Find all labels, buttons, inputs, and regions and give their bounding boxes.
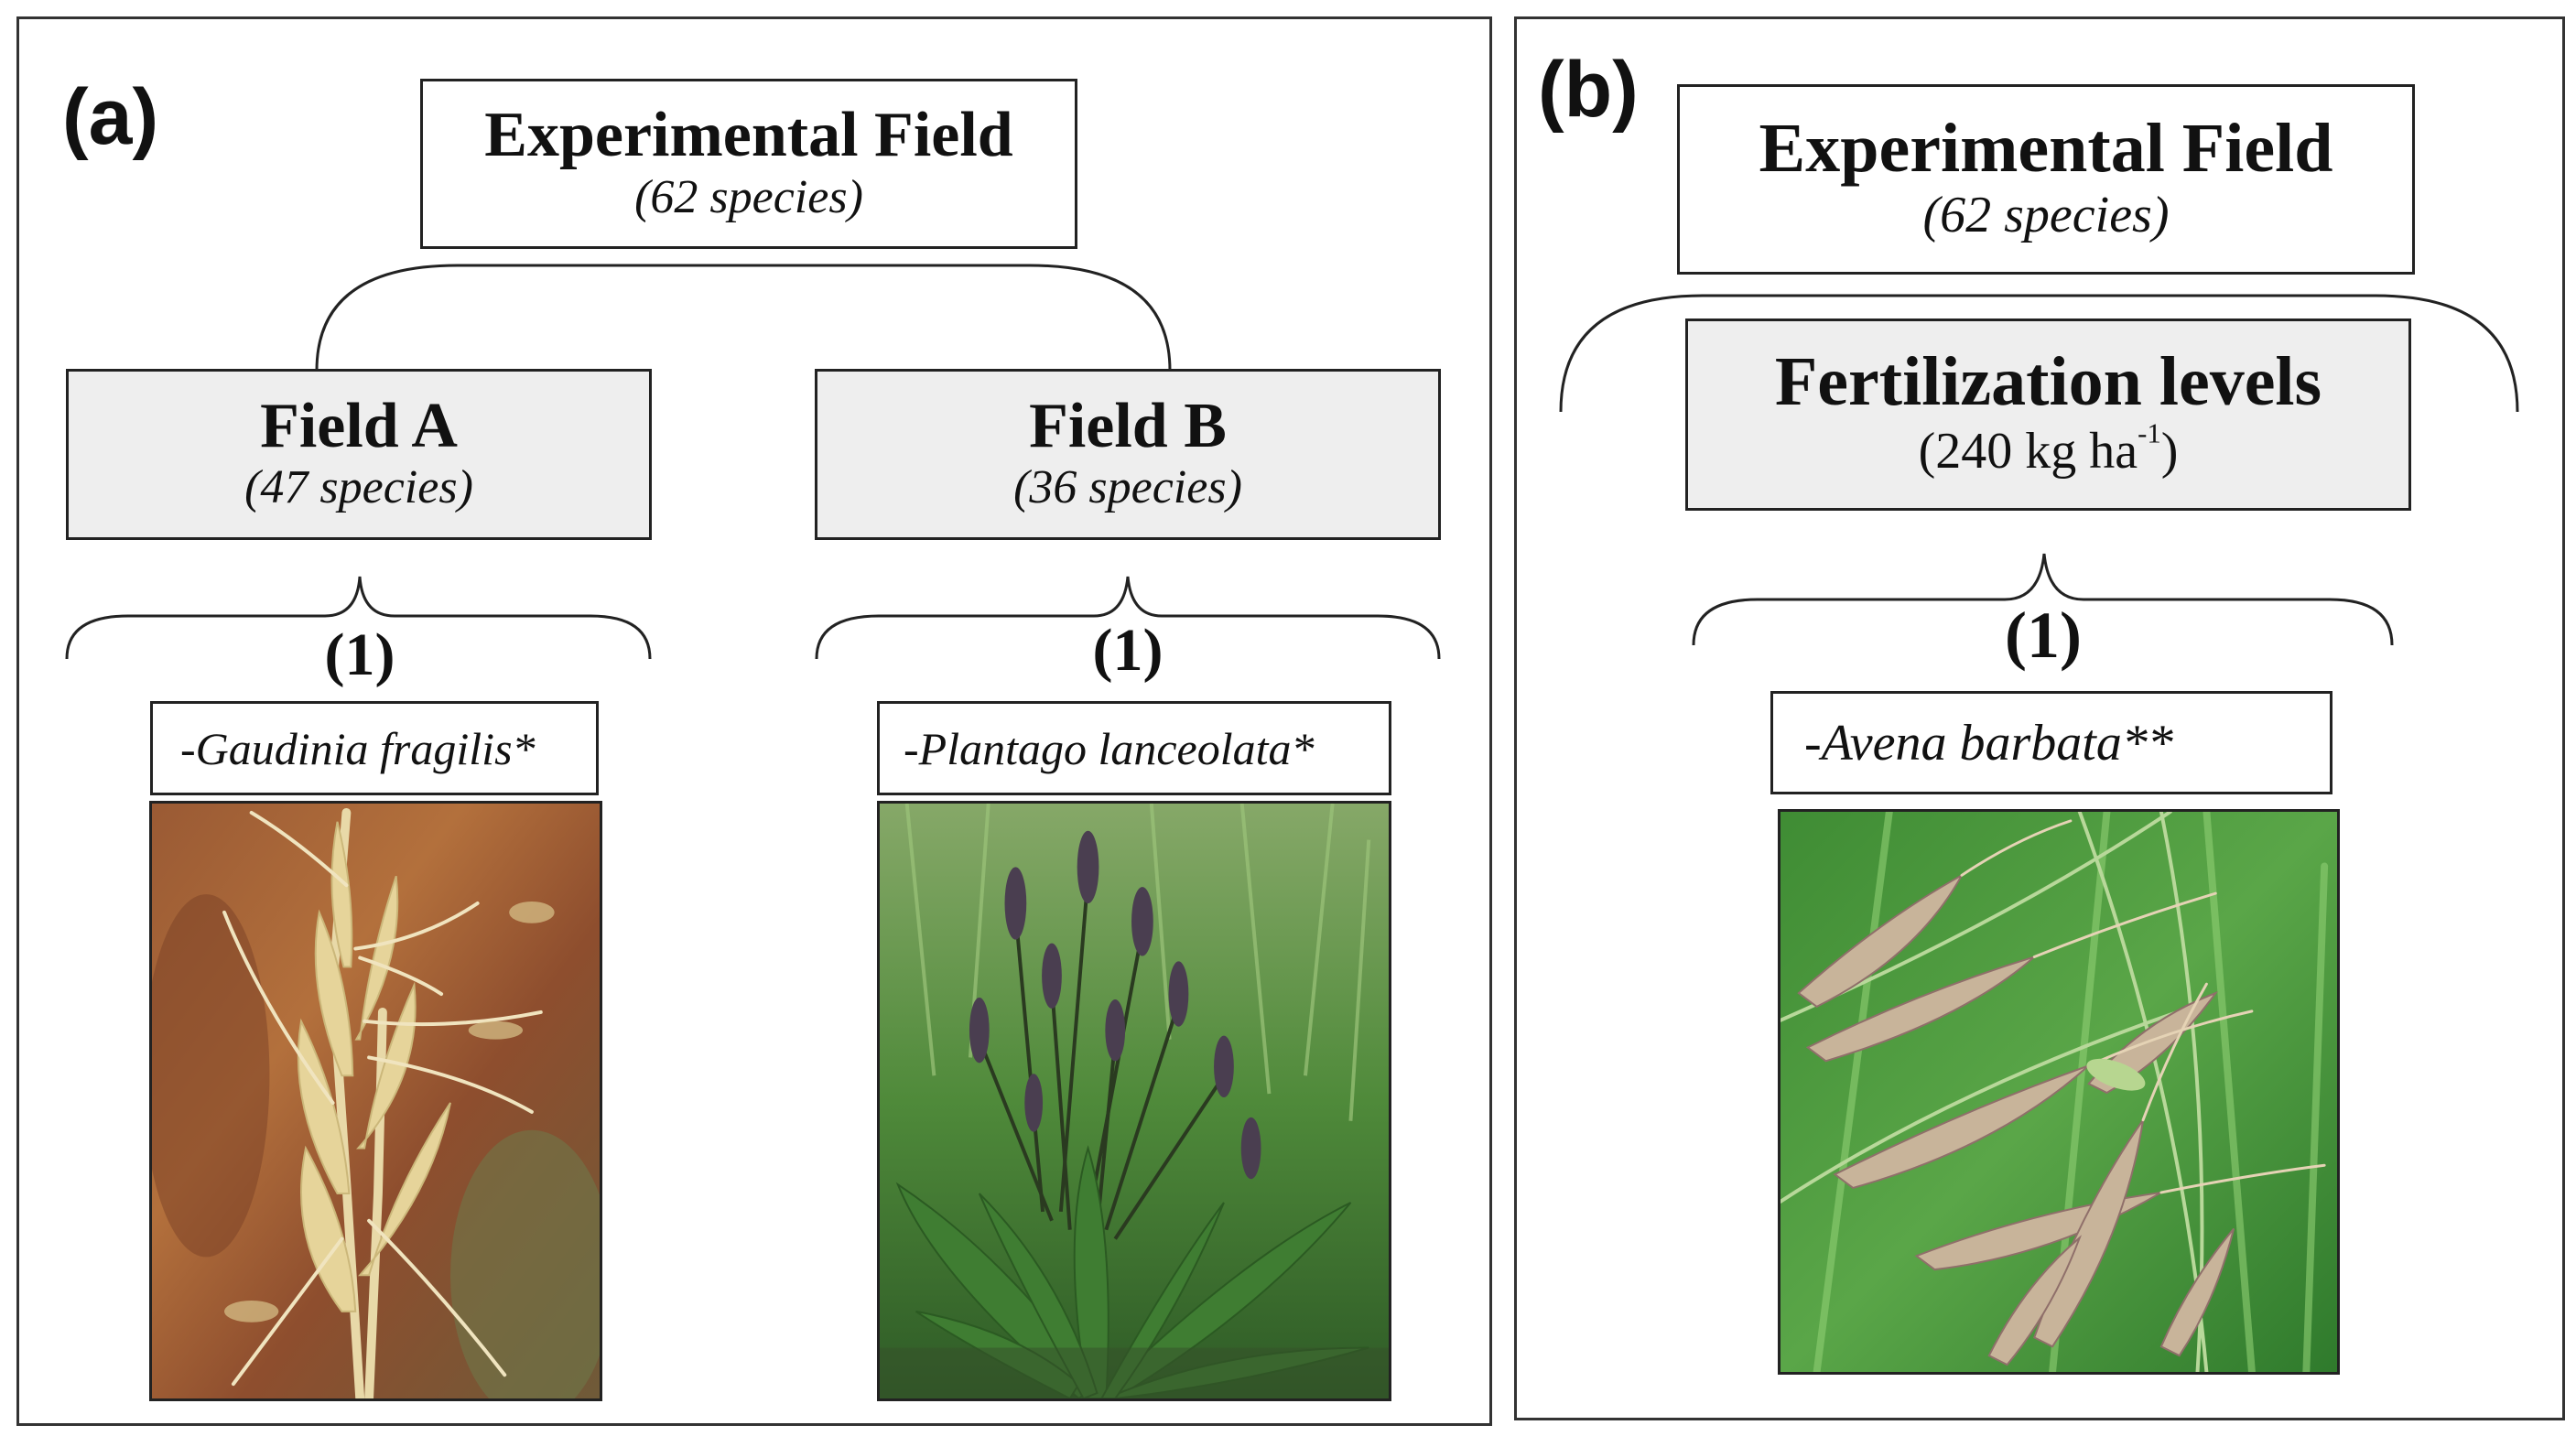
photo-avena-barbata	[1778, 809, 2340, 1375]
panel-a-label: (a)	[62, 73, 159, 161]
fert-rate-value: (240 kg ha	[1918, 422, 2138, 480]
fertilization-levels-title: Fertilization levels	[1774, 343, 2322, 421]
fert-count: (1)	[2005, 599, 2082, 672]
root-box-b: Experimental Field (62 species)	[1677, 84, 2415, 275]
field-b-count: (1)	[1092, 617, 1164, 684]
field-b-title: Field B	[1029, 390, 1227, 461]
field-a-subtitle: (47 species)	[244, 461, 473, 514]
root-box-a: Experimental Field (62 species)	[420, 79, 1077, 249]
field-b-box: Field B (36 species)	[815, 369, 1441, 540]
panel-b-label: (b)	[1538, 46, 1639, 134]
species-label-avena: -Avena barbata**	[1770, 691, 2332, 794]
root-subtitle-a: (62 species)	[634, 170, 863, 223]
photo-plantago-lanceolata	[877, 801, 1391, 1401]
species-label-gaudinia: -Gaudinia fragilis*	[150, 701, 599, 795]
root-subtitle-b: (62 species)	[1922, 187, 2170, 244]
fert-rate-close: )	[2160, 422, 2179, 480]
root-title-b: Experimental Field	[1759, 109, 2333, 187]
field-a-count: (1)	[324, 621, 395, 688]
field-a-title: Field A	[260, 390, 458, 461]
fertilization-levels-box: Fertilization levels (240 kg ha-1)	[1685, 319, 2411, 511]
species-label-plantago: -Plantago lanceolata*	[877, 701, 1391, 795]
root-title-a: Experimental Field	[484, 100, 1013, 171]
fertilization-levels-subtitle: (240 kg ha-1)	[1919, 419, 2179, 483]
field-a-box: Field A (47 species)	[66, 369, 652, 540]
photo-gaudinia-fragilis	[149, 801, 602, 1401]
fert-rate-exponent: -1	[2138, 417, 2161, 449]
field-b-subtitle: (36 species)	[1013, 461, 1242, 514]
